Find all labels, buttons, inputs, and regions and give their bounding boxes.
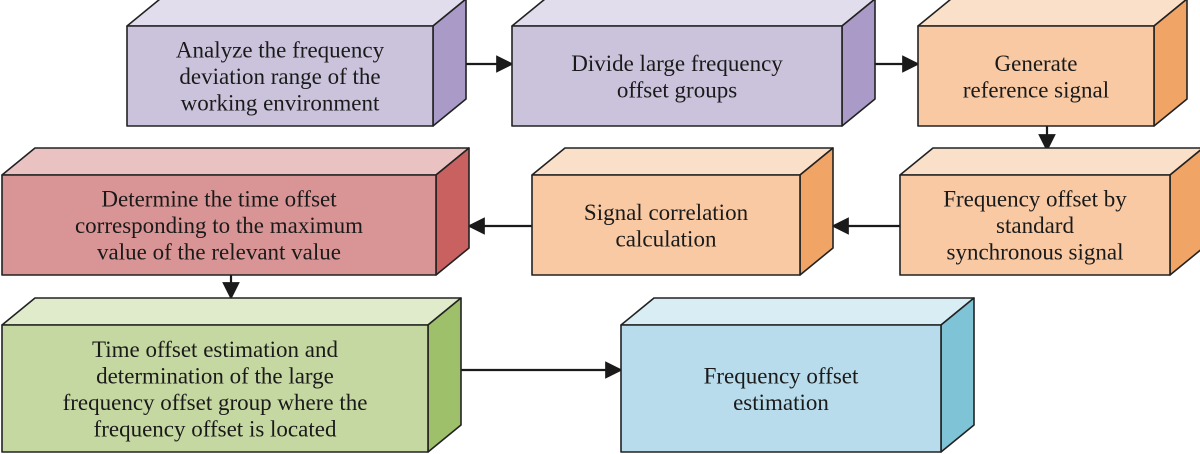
node-front-face xyxy=(531,174,801,276)
node-front-face xyxy=(126,25,434,127)
node-label-line: synchronous signal xyxy=(947,240,1124,265)
node-top-face xyxy=(531,147,834,176)
node-front-face xyxy=(1,324,429,453)
node-top-face xyxy=(511,0,876,27)
node-label-line: standard xyxy=(996,213,1074,238)
node-label-line: Divide large frequency xyxy=(571,51,783,76)
node-time-offset-est: Time offset estimation anddetermination … xyxy=(1,297,462,453)
node-label-line: Determine the time offset xyxy=(101,187,337,212)
node-label-line: corresponding to the maximum xyxy=(75,213,363,238)
node-front-face xyxy=(620,324,942,453)
node-label-line: estimation xyxy=(733,390,829,415)
node-top-face xyxy=(1,147,470,176)
node-side-face xyxy=(427,297,462,453)
node-label-line: determination of the large xyxy=(96,363,334,388)
node-front-face xyxy=(899,174,1171,276)
node-front-face xyxy=(917,25,1155,127)
node-top-face xyxy=(899,147,1200,176)
node-side-face xyxy=(940,297,975,453)
edges-layer xyxy=(222,55,1056,379)
node-top-face xyxy=(620,297,975,326)
node-label-line: Frequency offset by xyxy=(943,187,1127,212)
node-top-face xyxy=(917,0,1188,27)
node-label-line: frequency offset is located xyxy=(94,416,337,441)
node-label-line: working environment xyxy=(181,91,380,116)
node-label-line: Signal correlation xyxy=(584,200,749,225)
node-label-line: offset groups xyxy=(617,77,737,102)
node-label-line: Time offset estimation and xyxy=(92,337,338,362)
node-label-line: value of the relevant value xyxy=(97,240,341,265)
node-front-face xyxy=(1,174,437,276)
node-top-face xyxy=(1,297,462,326)
node-top-face xyxy=(126,0,467,27)
node-label-line: Generate xyxy=(995,51,1078,76)
node-label-line: calculation xyxy=(616,226,717,251)
node-label-line: deviation range of the xyxy=(179,64,380,89)
node-label-line: frequency offset group where the xyxy=(63,390,368,415)
node-label-line: reference signal xyxy=(963,77,1109,102)
node-label-line: Analyze the frequency xyxy=(176,38,385,63)
node-front-face xyxy=(511,25,843,127)
node-label-line: Frequency offset xyxy=(704,363,859,388)
